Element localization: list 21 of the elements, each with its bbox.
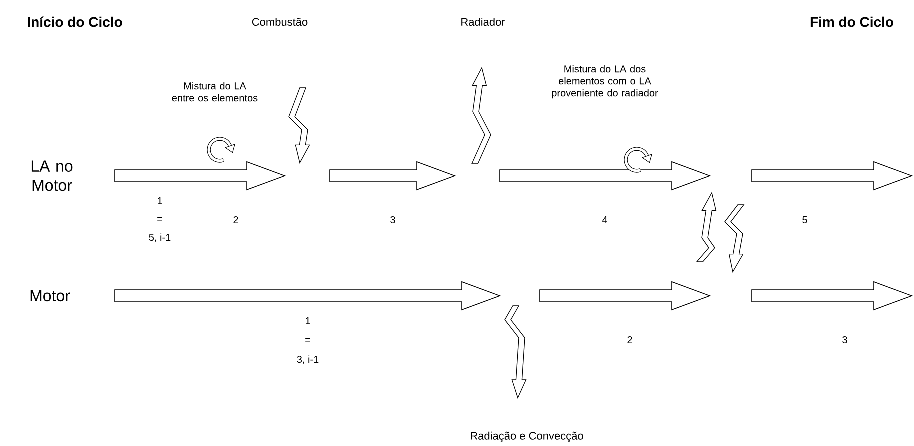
- element-number: 3: [842, 336, 848, 344]
- process-label: Radiação e Convecção: [471, 432, 584, 442]
- element-number: 2: [628, 336, 632, 344]
- element-number: 2: [234, 216, 238, 224]
- element-number: 5: [802, 216, 808, 224]
- element-number: 4: [602, 216, 608, 224]
- element-number: 3, i-1: [297, 356, 319, 364]
- stage-heading: Início do Ciclo: [28, 16, 122, 28]
- process-label: Radiador: [462, 18, 506, 26]
- element-number: 1: [306, 318, 310, 324]
- element-number: 1: [158, 198, 162, 204]
- element-number: =: [158, 218, 162, 221]
- annotation-text: Mistura do LA dos elementos com o LA proveniente do radiador: [552, 65, 658, 99]
- row-label: LA no Motor: [32, 160, 73, 192]
- process-label: Combustão: [252, 18, 308, 26]
- stage-heading: Fim do Ciclo: [810, 16, 894, 28]
- element-number: 3: [390, 216, 396, 224]
- element-number: =: [306, 338, 310, 342]
- annotation-text: Mistura do LA entre os elementos: [172, 82, 258, 102]
- element-number: 5, i-1: [149, 234, 171, 242]
- row-label: Motor: [30, 290, 70, 302]
